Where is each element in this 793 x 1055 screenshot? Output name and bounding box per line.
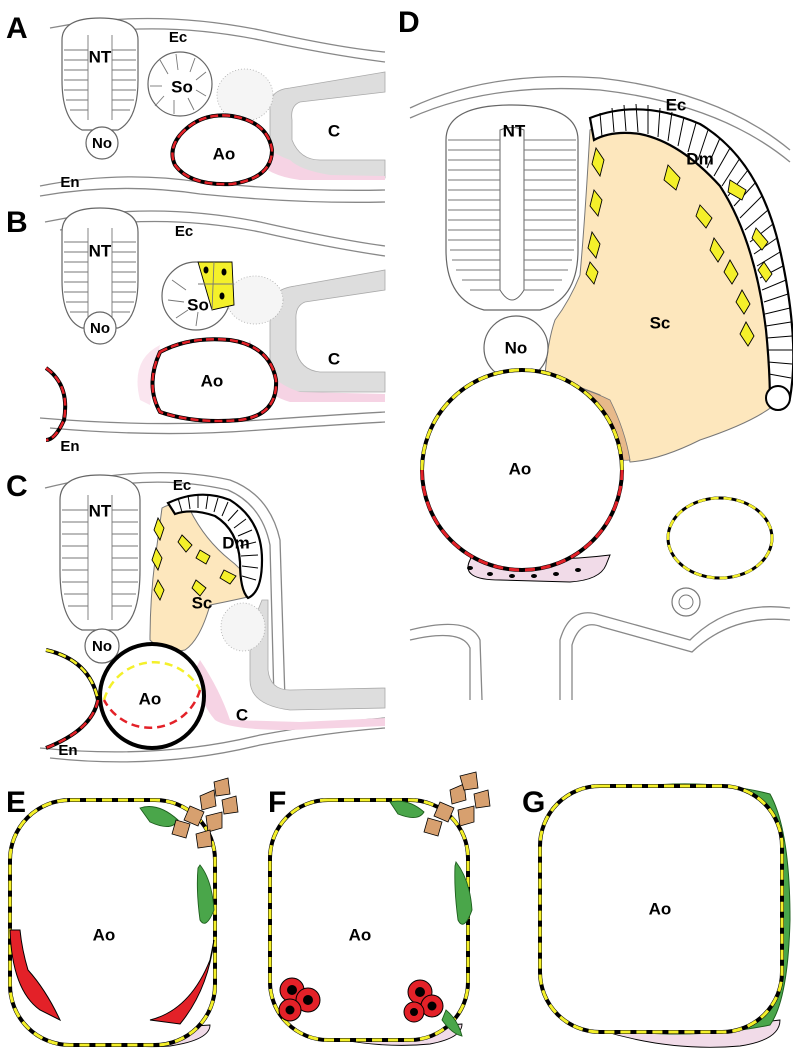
panel-b: B NT No So Ec Ao C En bbox=[6, 206, 385, 455]
label-ao-e: Ao bbox=[93, 925, 116, 944]
panel-letter-c: C bbox=[6, 470, 28, 503]
label-ao-a: Ao bbox=[213, 144, 236, 163]
label-c-b: C bbox=[328, 349, 340, 368]
panel-g: G Ao bbox=[522, 784, 790, 1047]
label-no-d: No bbox=[505, 338, 528, 357]
label-no-c: No bbox=[92, 638, 112, 655]
label-nt-d: NT bbox=[503, 121, 526, 140]
label-ec-a: Ec bbox=[169, 29, 187, 46]
label-no-b: No bbox=[90, 320, 110, 337]
panel-letter-e: E bbox=[6, 786, 26, 819]
label-ec-d: Ec bbox=[666, 95, 687, 114]
label-c-c: C bbox=[236, 705, 248, 724]
panel-c: C Dm Sc Ec NT No bbox=[6, 470, 385, 762]
label-c-a: C bbox=[328, 121, 340, 140]
panel-letter-f: F bbox=[268, 786, 286, 819]
label-nt-a: NT bbox=[89, 47, 112, 66]
label-dm-d: Dm bbox=[686, 149, 713, 168]
label-en-a: En bbox=[60, 174, 79, 191]
label-nt-b: NT bbox=[89, 241, 112, 260]
label-sc-d: Sc bbox=[650, 313, 671, 332]
label-en-c: En bbox=[58, 742, 77, 759]
label-no-a: No bbox=[92, 135, 112, 152]
panel-e: E Ao bbox=[6, 778, 238, 1047]
label-so-b: So bbox=[187, 295, 209, 314]
panel-letter-g: G bbox=[522, 786, 545, 819]
label-ao-f: Ao bbox=[349, 925, 372, 944]
panel-a: A NT No So Ec Ao C En bbox=[6, 12, 385, 202]
label-so-a: So bbox=[171, 77, 193, 96]
panel-f: F Ao bbox=[268, 772, 490, 1045]
label-ao-d: Ao bbox=[509, 459, 532, 478]
panel-letter-d: D bbox=[398, 6, 420, 39]
label-sc-c: Sc bbox=[192, 593, 213, 612]
label-ao-g: Ao bbox=[649, 899, 672, 918]
label-ao-b: Ao bbox=[201, 371, 224, 390]
label-nt-c: NT bbox=[89, 501, 112, 520]
panel-letter-a: A bbox=[6, 12, 28, 45]
label-ec-b: Ec bbox=[175, 223, 193, 240]
panel-letter-b: B bbox=[6, 206, 28, 239]
label-ec-c: Ec bbox=[173, 477, 191, 494]
label-dm-c: Dm bbox=[222, 533, 249, 552]
label-en-b: En bbox=[60, 438, 79, 455]
panel-d: D Ec Dm Sc NT bbox=[398, 6, 793, 700]
label-ao-c: Ao bbox=[139, 689, 162, 708]
